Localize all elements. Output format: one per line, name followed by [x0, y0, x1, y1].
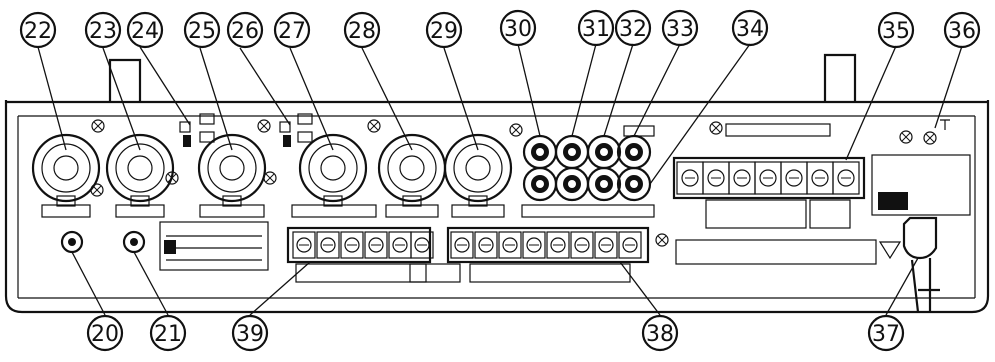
callout-34: 34: [731, 9, 769, 47]
callout-28: 28: [343, 11, 381, 49]
callout-31: 31: [577, 9, 615, 47]
svg-text:38: 38: [646, 322, 674, 347]
selector-switch-26: [279, 113, 313, 147]
callout-20: 20: [86, 314, 124, 352]
xlr-input-29: [443, 133, 513, 218]
svg-text:22: 22: [24, 19, 52, 44]
speaker-terminal-strip: [672, 156, 866, 229]
svg-text:39: 39: [236, 322, 264, 347]
xlr-input-27: [291, 133, 377, 218]
callout-30: 30: [499, 9, 537, 47]
svg-text:21: 21: [154, 322, 182, 347]
callout-38: 38: [641, 314, 679, 352]
xlr-input-23: [105, 133, 175, 218]
label-plate: [725, 123, 971, 216]
svg-text:33: 33: [666, 17, 694, 42]
xlr-input-25: [197, 133, 267, 218]
info-label-block: [159, 221, 269, 271]
svg-text:24: 24: [131, 19, 159, 44]
callout-35: 35: [877, 11, 915, 49]
svg-text:27: 27: [278, 19, 306, 44]
svg-text:32: 32: [619, 17, 647, 42]
callout-39: 39: [231, 314, 269, 352]
svg-text:26: 26: [231, 19, 259, 44]
callout-27: 27: [273, 11, 311, 49]
callout-36: 36: [943, 11, 981, 49]
chassis: [4, 53, 990, 314]
svg-text:36: 36: [948, 19, 976, 44]
svg-text:37: 37: [872, 322, 900, 347]
callout-26: 26: [226, 11, 264, 49]
callout-24: 24: [126, 11, 164, 49]
svg-text:31: 31: [582, 17, 610, 42]
remote-terminal-strip: [409, 226, 650, 283]
xlr-input-22: [31, 133, 101, 218]
svg-text:34: 34: [736, 17, 764, 42]
svg-text:29: 29: [430, 19, 458, 44]
callout-22: 22: [19, 11, 57, 49]
svg-text:28: 28: [348, 19, 376, 44]
callout-37: 37: [867, 314, 905, 352]
xlr-input-28: [377, 133, 447, 218]
callout-25: 25: [183, 11, 221, 49]
leader-lines: [37, 43, 963, 316]
toggle-switch-21: [122, 230, 146, 254]
control-terminal-strip: [286, 226, 434, 283]
power-section: [655, 216, 940, 313]
toggle-switch-20: [60, 230, 84, 254]
callout-33: 33: [661, 9, 699, 47]
svg-text:25: 25: [188, 19, 216, 44]
callout-21: 21: [149, 314, 187, 352]
svg-text:30: 30: [504, 17, 532, 42]
ground-terminal: [923, 119, 950, 145]
callout-23: 23: [84, 11, 122, 49]
svg-text:23: 23: [89, 19, 117, 44]
svg-text:35: 35: [882, 19, 910, 44]
callout-32: 32: [614, 9, 652, 47]
rca-jacks: [521, 125, 655, 218]
selector-switch-24: [179, 113, 215, 147]
callouts: 22 23 24 25 26 27 28 29: [19, 9, 981, 352]
svg-text:20: 20: [91, 322, 119, 347]
callout-29: 29: [425, 11, 463, 49]
